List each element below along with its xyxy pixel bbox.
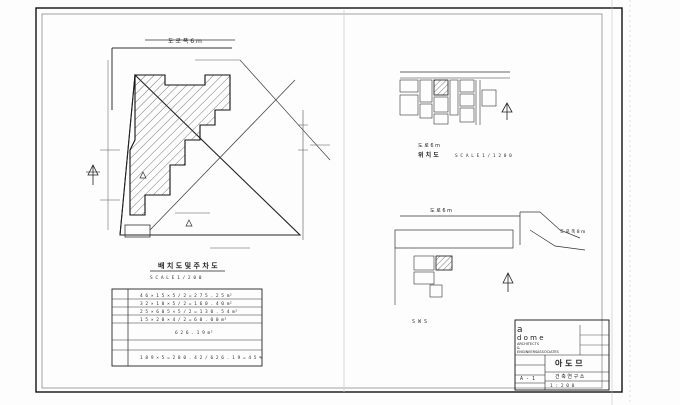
bottom-note: S W S: [412, 319, 427, 325]
area-row: 3 2 × 1 0 × 5 / 2 = 1 6 0 . 4 0 m²: [140, 301, 232, 307]
drawing-number: A - 1: [520, 376, 535, 382]
area-total: 6 2 6 . 1 9 m²: [175, 330, 213, 336]
north-arrow-icon: [502, 272, 514, 292]
site-plan: 도 로 폭 6 m 배 치 도 및 주 차 도 S: [86, 38, 331, 281]
corner-road-label: 도 로 폭 8 m: [560, 229, 585, 235]
svg-text:ASSOCIATES: ASSOCIATES: [537, 350, 560, 354]
site-location-marker: [433, 79, 449, 96]
area-row: 1 5 × 2 0 × 4 / 2 = 6 0 . 0 0 m²: [140, 317, 227, 323]
building-footprint: [129, 74, 231, 216]
svg-text:a: a: [517, 325, 523, 335]
svg-text:ENGINEERS: ENGINEERS: [517, 350, 538, 354]
location-map-title: 위 치 도: [418, 151, 439, 159]
drawing-scale: 1 : 2 0 0: [550, 383, 575, 389]
area-table: 4 6 × 1 5 × 5 / 2 = 2 7 5 . 2 5 m² 3 2 ×…: [111, 288, 263, 367]
coverage-ratio: 1 8 9 × 5 = 2 8 0 . 4 2 / 6 2 6 . 1 9 = …: [140, 355, 262, 361]
north-arrow-icon: [501, 102, 513, 120]
location-map-scale: S C A L E 1 / 1 2 0 0: [455, 153, 512, 159]
firm-name-sub: 건 축 연 구 소: [555, 373, 585, 380]
firm-logo: a d o m e ARCHITECTS & ENGINEERS ASSOCIA…: [517, 325, 560, 354]
outer-border: [35, 7, 623, 393]
area-row: 2 5 × 6 0 5 × 5 / 2 = 1 3 0 . 5 4 m²: [140, 309, 238, 315]
location-map: 도 로 6 m 위 치 도 S C A L E 1 / 1 2 0 0: [399, 71, 513, 159]
street-label: 도 로 6 m: [430, 208, 452, 214]
site-plan-scale: S C A L E 1 / 2 0 0: [150, 275, 202, 281]
title-block: a d o m e ARCHITECTS & ENGINEERS ASSOCIA…: [514, 319, 610, 391]
svg-text:ARCHITECTS: ARCHITECTS: [517, 342, 540, 346]
road-top-label: 도 로 폭 6 m: [168, 38, 202, 45]
parking-space: [124, 224, 151, 238]
location-map-caption: 도 로 6 m: [418, 143, 440, 149]
svg-text:d o m e: d o m e: [517, 334, 544, 342]
area-row: 4 6 × 1 5 × 5 / 2 = 2 7 5 . 2 5 m²: [140, 293, 232, 299]
north-arrow-icon: [86, 164, 100, 185]
svg-text:&: &: [517, 346, 520, 350]
firm-name: 아 도 므: [555, 358, 583, 368]
site-plan-title: 배 치 도 및 주 차 도: [158, 261, 218, 270]
street-plan: 도 로 6 m 도 로 폭 8 m S W S: [394, 208, 585, 325]
site-highlight: [435, 255, 453, 271]
inner-border: [41, 13, 603, 389]
